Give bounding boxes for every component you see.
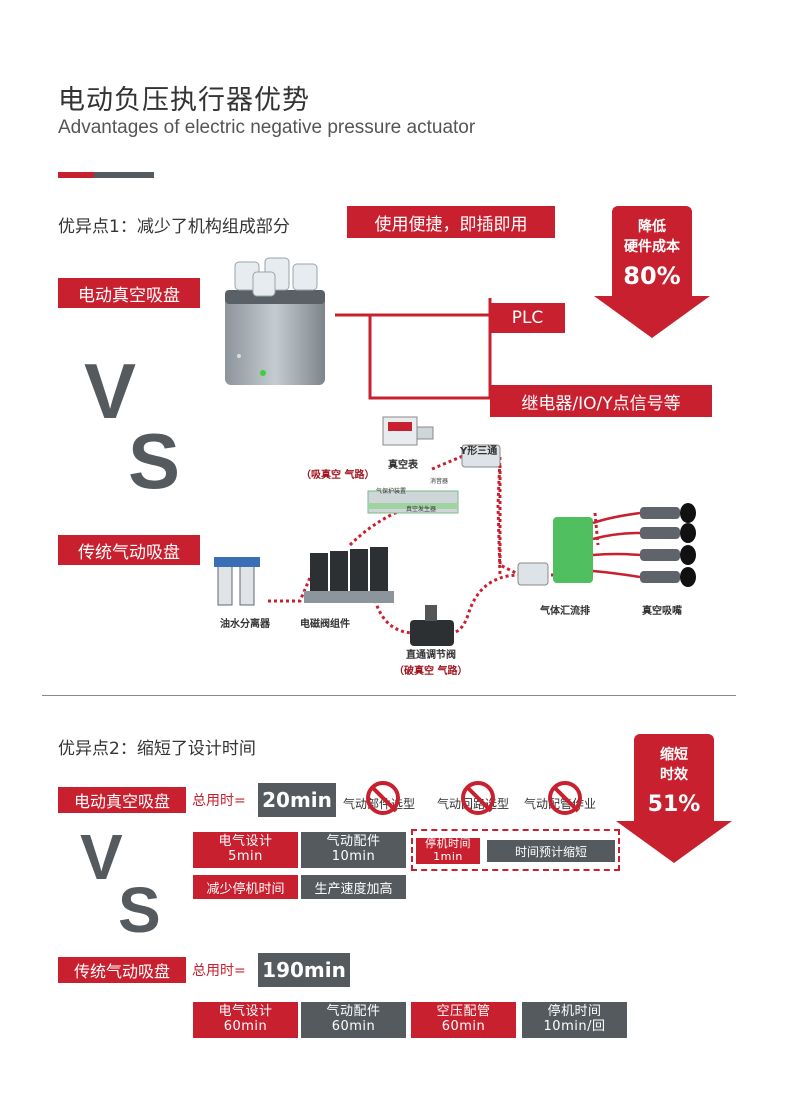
vs-s-letter-2: S — [118, 874, 161, 946]
advantage-2-heading: 优异点2：缩短了设计时间 — [58, 739, 256, 759]
traditional-suction-label-2: 传统气动吸盘 — [58, 957, 186, 983]
break-path-label: （破真空 气路） — [394, 666, 468, 677]
cell-name: 气动配件 — [326, 834, 381, 850]
solenoid-valve-label: 电磁阀组件 — [300, 619, 350, 630]
page-title: 电动负压执行器优势 — [58, 85, 310, 116]
relay-tag: 继电器/IO/Y点信号等 — [490, 385, 712, 417]
vs-v-letter: V — [84, 347, 137, 435]
pneumatic-parts-cell: 气动配件 10min — [301, 832, 406, 868]
vacuum-gauge-label: 真空表 — [388, 460, 418, 471]
nozzle-label: 真空吸嘴 — [642, 606, 682, 617]
trad-pneumatic-parts-cell: 气动配件 60min — [301, 1002, 406, 1038]
cell-name: 气动配件 — [326, 1004, 381, 1020]
silencer-label: 消音器 — [430, 478, 449, 485]
manifold-label: 气体汇流排 — [540, 606, 590, 617]
cell-time: 5min — [228, 849, 263, 864]
electric-actuator-image — [225, 257, 325, 385]
reduce-downtime-tag: 减少停机时间 — [193, 875, 298, 899]
vs-v-letter-2: V — [80, 821, 123, 893]
section-divider — [42, 695, 736, 696]
badge-line2: 时效 — [660, 767, 688, 783]
cell-name: 电气设计 — [218, 834, 273, 850]
electric-suction-label: 电动真空吸盘 — [58, 278, 200, 308]
electric-suction-label-2: 电动真空吸盘 — [58, 787, 186, 813]
prohibited-icon — [366, 781, 400, 815]
plug-and-play-tag: 使用便捷，即插即用 — [347, 206, 555, 238]
badge-value: 51% — [647, 792, 701, 817]
speed-up-tag: 生产速度加高 — [301, 875, 406, 899]
title-accent-bar — [58, 172, 94, 178]
suction-path-label: （吸真空 气路） — [301, 470, 375, 481]
cell-time: 10min — [331, 849, 376, 864]
trad-air-piping-cell: 空压配管 60min — [411, 1002, 516, 1038]
electric-total-time: 20min — [258, 783, 336, 817]
time-reduce-note: 时间预计缩短 — [487, 840, 615, 862]
cell-time: 60min — [441, 1019, 486, 1034]
cell-name: 空压配管 — [436, 1004, 491, 1020]
prohibited-icon — [461, 781, 495, 815]
cell-name: 停机时间 — [547, 1004, 602, 1020]
cell-time: 1min — [433, 850, 463, 863]
badge-line1: 缩短 — [660, 747, 688, 763]
page-subtitle: Advantages of electric negative pressure… — [58, 117, 476, 138]
trad-electric-design-cell: 电气设计 60min — [193, 1002, 298, 1038]
badge-line2: 硬件成本 — [624, 239, 680, 255]
traditional-suction-label: 传统气动吸盘 — [58, 535, 200, 565]
pneumatic-diagram — [214, 416, 696, 646]
downtime-cell: 停机时间 1min — [416, 838, 480, 864]
traditional-total-label: 总用时= — [192, 963, 246, 979]
cell-time: 60min — [223, 1019, 268, 1034]
vacuum-generator-label: 真空发生器 — [406, 506, 437, 513]
badge-value: 80% — [623, 262, 681, 290]
electric-total-label: 总用时= — [192, 793, 246, 809]
oil-water-separator-label: 油水分离器 — [220, 619, 270, 630]
cost-reduction-badge: 降低 硬件成本 80% — [594, 206, 710, 338]
downtime-box — [411, 829, 620, 871]
regulator-valve-label: 直通调节阀 — [406, 650, 456, 661]
air-saver-label: 气保护装置 — [376, 488, 407, 495]
cell-name: 电气设计 — [218, 1004, 273, 1020]
cell-name: 停机时间 — [425, 837, 471, 851]
cell-time: 10min/回 — [543, 1019, 606, 1034]
badge-line1: 降低 — [638, 219, 666, 235]
cell-time: 60min — [331, 1019, 376, 1034]
traditional-total-time: 190min — [258, 953, 350, 987]
y-tee-label: Y形三通 — [460, 446, 498, 457]
trad-downtime-cell: 停机时间 10min/回 — [522, 1002, 627, 1038]
time-reduction-badge: 缩短 时效 51% — [616, 734, 732, 863]
electric-design-cell: 电气设计 5min — [193, 832, 298, 868]
plc-tag: PLC — [490, 303, 565, 333]
prohibited-icon — [548, 781, 582, 815]
title-dark-bar — [94, 172, 154, 178]
advantage-1-heading: 优异点1：减少了机构组成部分 — [58, 217, 290, 237]
vs-s-letter: S — [128, 417, 181, 505]
